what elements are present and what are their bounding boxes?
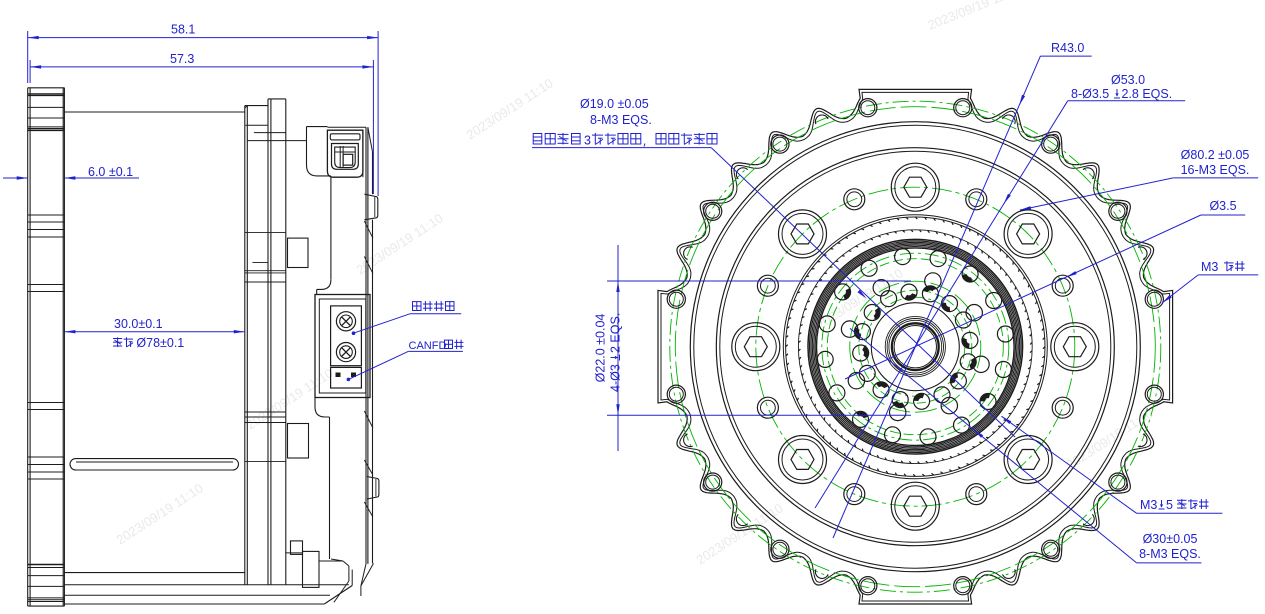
svg-text:M3: M3 — [1201, 260, 1218, 274]
svg-text:Ø78±0.1: Ø78±0.1 — [136, 336, 184, 350]
svg-text:3: 3 — [584, 134, 591, 148]
svg-text:6.0 ±0.1: 6.0 ±0.1 — [88, 165, 133, 179]
svg-text:8-M3 EQS.: 8-M3 EQS. — [590, 113, 652, 127]
svg-text:Ø80.2 ±0.05: Ø80.2 ±0.05 — [1181, 148, 1250, 162]
svg-text:CANFD: CANFD — [409, 340, 447, 352]
svg-text:Ø22.0 ±0.04: Ø22.0 ±0.04 — [594, 314, 608, 383]
svg-text:16-M3 EQS.: 16-M3 EQS. — [1181, 163, 1250, 177]
svg-text:30.0±0.1: 30.0±0.1 — [114, 317, 163, 331]
svg-text:5: 5 — [1166, 498, 1173, 512]
svg-text:8-M3 EQS.: 8-M3 EQS. — [1139, 547, 1201, 561]
svg-text:R43.0: R43.0 — [1051, 41, 1084, 55]
svg-text:57.3: 57.3 — [170, 52, 194, 66]
svg-text:Ø30±0.05: Ø30±0.05 — [1143, 532, 1198, 546]
svg-text:Ø3.5: Ø3.5 — [1209, 199, 1236, 213]
svg-text:4-Ø3: 4-Ø3 — [609, 364, 623, 392]
svg-text:2.8 EQS.: 2.8 EQS. — [1122, 87, 1173, 101]
svg-text:Ø53.0: Ø53.0 — [1111, 73, 1145, 87]
svg-text:2 EQS.: 2 EQS. — [609, 313, 623, 353]
svg-text:Ø19.0 ±0.05: Ø19.0 ±0.05 — [580, 97, 649, 111]
svg-text:M3: M3 — [1140, 498, 1157, 512]
svg-text:58.1: 58.1 — [171, 23, 195, 37]
svg-text:8-Ø3.5: 8-Ø3.5 — [1071, 87, 1109, 101]
